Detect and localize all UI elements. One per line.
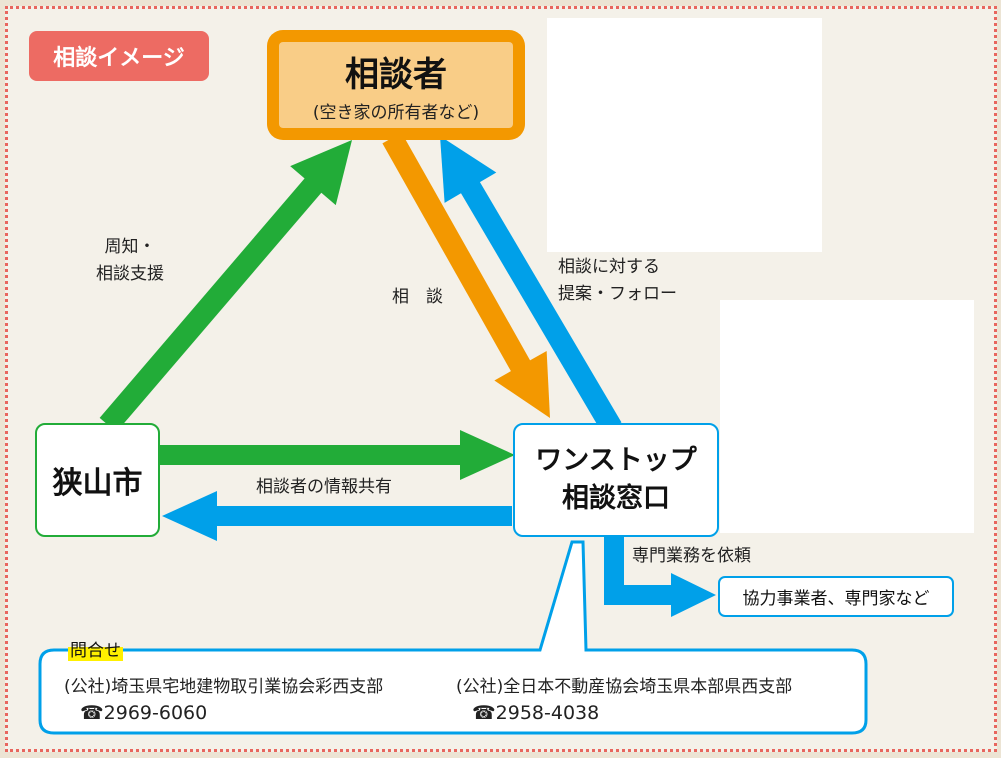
arrow-city-to-onestop-head (460, 430, 515, 480)
org-name: (公社)埼玉県宅地建物取引業協会彩西支部 (64, 677, 384, 697)
label-line: 相談に対する (558, 257, 660, 277)
contact-bubble (38, 540, 868, 735)
label-line: 周知・ (104, 237, 156, 257)
org-name: (公社)全日本不動産協会埼玉県本部県西支部 (456, 677, 793, 697)
title-tag: 相談イメージ (29, 31, 209, 81)
label-consult: 相 談 (392, 287, 443, 307)
blank-panel (720, 300, 974, 533)
arrow-onestop-to-partners-shaft (604, 535, 673, 605)
partners-label: 協力事業者、専門家など (742, 589, 930, 609)
label-publicity: 周知・相談支援 (96, 234, 164, 288)
consultant-title: 相談者 (345, 55, 447, 95)
contact-org-2: (公社)全日本不動産協会埼玉県本部県西支部 ☎2958-4038 (456, 674, 792, 726)
arrow-city-to-consultant-shaft (99, 176, 323, 433)
blank-panel (547, 18, 822, 252)
arrow-onestop-to-consultant-head (440, 136, 497, 203)
org-phone: ☎2958-4038 (472, 702, 600, 724)
arrow-city-to-consultant-head (290, 140, 352, 206)
onestop-box: ワンストップ 相談窓口 (513, 423, 719, 537)
arrow-consultant-to-onestop-shaft (382, 132, 532, 373)
label-info-share: 相談者の情報共有 (256, 477, 392, 497)
onestop-line1: ワンストップ (535, 445, 697, 476)
onestop-line2: 相談窓口 (562, 483, 670, 514)
label-proposal: 相談に対する提案・フォロー (558, 254, 677, 308)
consultant-box: 相談者 (空き家の所有者など) (267, 30, 525, 140)
label-line: 相談支援 (96, 264, 164, 284)
city-label: 狭山市 (52, 466, 143, 501)
arrow-onestop-to-city-head (162, 491, 217, 541)
arrow-consultant-to-onestop-head (494, 351, 550, 418)
city-box: 狭山市 (35, 423, 160, 537)
org-phone: ☎2969-6060 (80, 702, 208, 724)
consultant-subtitle: (空き家の所有者など) (312, 103, 480, 123)
contact-org-1: (公社)埼玉県宅地建物取引業協会彩西支部 ☎2969-6060 (64, 674, 383, 726)
arrow-onestop-to-partners-head (671, 573, 716, 617)
partners-box: 協力事業者、専門家など (718, 576, 954, 617)
arrow-onestop-to-consultant-shaft (459, 180, 622, 434)
label-request: 専門業務を依頼 (632, 546, 751, 566)
label-line: 提案・フォロー (558, 284, 677, 304)
contact-heading: 問合せ (68, 636, 123, 661)
